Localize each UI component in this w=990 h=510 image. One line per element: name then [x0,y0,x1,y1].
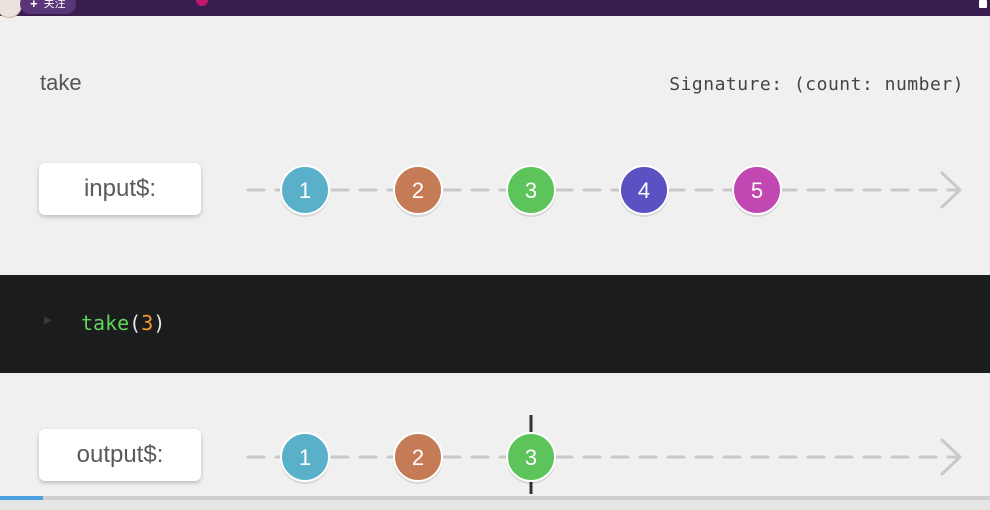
input-marble-shadow [732,167,782,217]
input-marble: 3 [506,165,556,217]
input-marble-circle [280,165,330,215]
input-marble-label: 2 [412,178,424,203]
video-progress-fill [0,496,43,500]
input-marble-label: 3 [525,178,537,203]
output-marble: 2 [393,432,443,484]
code-function: take [81,311,130,335]
input-marble-shadow [280,167,330,217]
output-marble-label: 2 [412,445,424,470]
output-arrow-icon [940,438,962,476]
operator-signature: Signature: (count: number) [669,74,964,95]
avatar[interactable] [0,0,22,18]
follow-label: 关注 [43,0,66,10]
input-marble-circle [732,165,782,215]
input-marble-label: 4 [638,178,650,203]
output-marble-shadow [506,434,556,484]
output-marble-label: 1 [299,445,311,470]
flag-icon[interactable] [979,0,987,8]
input-marble-shadow [619,167,669,217]
code-argument: 3 [141,311,154,335]
input-marble-circle [619,165,669,215]
output-marble-shadow [393,434,443,484]
operator-title: take [40,70,82,95]
input-marble-shadow [393,167,443,217]
input-marble: 2 [393,165,443,217]
output-lane-label: output$: [39,429,201,481]
code-caret-icon: ▶ [44,315,52,326]
follow-button[interactable]: + 关注 [20,0,76,14]
input-marble-label: 1 [299,178,311,203]
plus-icon: + [30,0,38,11]
video-progress-bar[interactable] [0,496,990,500]
input-marble-label: 5 [751,178,763,203]
output-marble-shadow [280,434,330,484]
output-marble-circle [393,432,443,482]
output-marble: 3 [506,432,556,484]
input-lane-label: input$: [39,163,201,215]
input-marble: 5 [732,165,782,217]
input-marble: 1 [280,165,330,217]
code-line: take(3) [81,311,165,335]
code-block: ▶ take(3) [0,275,990,373]
input-marble-shadow [506,167,556,217]
notification-dot [196,0,208,6]
code-close-paren: ) [153,311,166,335]
output-marble: 1 [280,432,330,484]
output-marble-circle [280,432,330,482]
top-bar: + 关注 [0,0,990,18]
input-marble: 4 [619,165,669,217]
input-arrow-icon [940,171,962,209]
output-marble-label: 3 [525,445,537,470]
input-marble-circle [506,165,556,215]
player-controls-strip [0,500,990,510]
output-marble-circle [506,432,556,482]
input-marble-circle [393,165,443,215]
code-open-paren: ( [129,311,142,335]
